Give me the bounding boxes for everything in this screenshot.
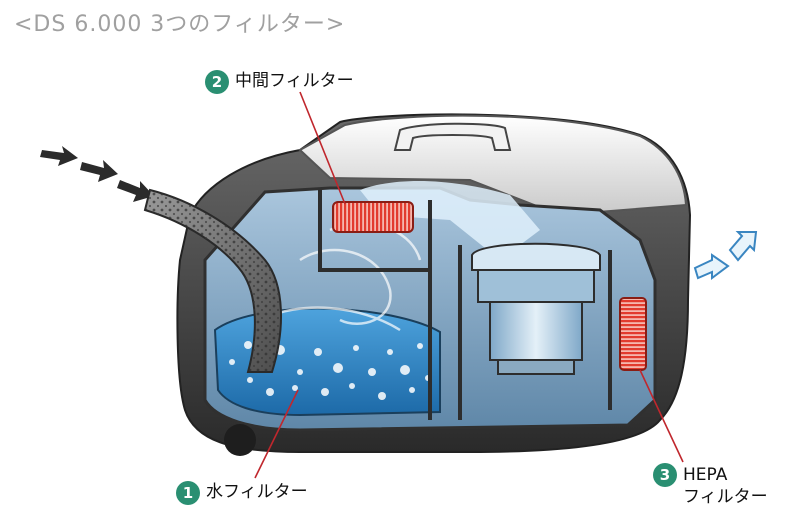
hepa-filter-shape: [619, 297, 647, 371]
handle: [393, 122, 512, 151]
exhaust-arrows: [693, 231, 758, 280]
page-title: <DS 6.000 3つのフィルター>: [14, 12, 346, 37]
middle-filter-number-badge: 2: [205, 70, 229, 94]
water-filter-number-badge: 1: [176, 481, 200, 505]
upper-airflow: [360, 180, 540, 260]
partitions: [318, 190, 612, 420]
middle-filter-label: 中間フィルター: [235, 71, 354, 91]
intake-arrows: [40, 146, 154, 202]
hose-texture: [145, 190, 282, 372]
leader-lines: [254, 91, 684, 479]
hepa-filter-callout: 3 HEPA フィルター: [653, 463, 768, 508]
motor-unit: [471, 242, 601, 375]
hepa-filter-label-line2: フィルター: [683, 487, 768, 507]
hepa-filter-number-badge: 3: [653, 463, 677, 487]
water-filter-label: 水フィルター: [206, 482, 308, 502]
middle-filter-shape: [332, 201, 414, 233]
water-tank: [213, 307, 441, 417]
wheel: [224, 424, 256, 456]
water-filter-callout: 1 水フィルター: [176, 481, 308, 505]
middle-filter-callout: 2 中間フィルター: [205, 70, 354, 94]
hepa-filter-label-line1: HEPA: [683, 465, 728, 485]
hepa-filter-label: HEPA フィルター: [683, 463, 768, 508]
